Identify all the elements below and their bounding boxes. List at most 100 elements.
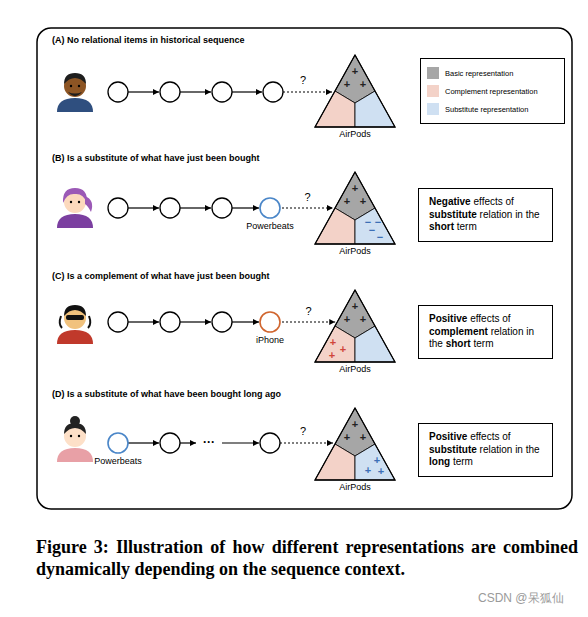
annotation-sign: + [360,314,366,325]
legend-item: Basic representation [427,64,558,82]
avatar-eye [70,85,72,87]
effect-box: Positive effects of complement relation … [418,305,553,359]
avatar-shirt [57,98,93,112]
annotation-sign: + [352,66,358,77]
item-name: AirPods [315,482,395,492]
item-circle [160,82,180,102]
annotation-sign: + [365,465,371,476]
watermark: CSDN @呆狐仙 [478,592,564,604]
complement-region [315,326,355,362]
panel-heading: (A) No relational items in historical se… [52,36,245,45]
legend-item: Complement representation [427,82,558,100]
annotation-sign: + [330,337,336,348]
user-avatar [57,73,93,112]
user-avatar [57,305,93,344]
item-circle [108,198,128,218]
substitute-region [355,444,395,480]
legend-swatch [427,67,439,79]
avatar-shirt [57,214,93,228]
sequence-arrow [128,442,159,443]
avatar-headphone [60,316,62,328]
legend-item: Substitute representation [427,100,558,118]
panel-heading: (B) Is a substitute of what have just be… [52,154,260,163]
item-circle [108,433,128,453]
item-name: AirPods [315,364,395,374]
annotation-sign: + [352,419,358,430]
annotation-sign: + [360,432,366,443]
item-circle [260,433,280,453]
sequence-arrow [222,442,259,443]
triangle-outline [315,290,395,362]
annotation-sign: + [344,314,350,325]
avatar-beard [68,92,82,96]
annotation-sign: ? [300,75,306,86]
avatar-eye [78,435,80,437]
query-arrow [280,442,333,443]
avatar-eye [70,435,72,437]
user-avatar [57,416,93,462]
legend-swatch [427,85,439,97]
query-arrow [283,91,332,92]
item-circle [160,433,180,453]
sequence-arrow [232,321,259,322]
edge-label: ? [306,306,312,317]
avatar-hair-bun [70,416,80,426]
query-arrow [282,207,333,208]
item-name: Powerbeats [240,221,300,231]
circle-graphic [88,432,148,454]
annotation-sign: − [377,232,383,243]
annotation-sign: + [340,344,346,355]
avatar-sunglasses [66,315,84,320]
annotation-sign: + [352,301,358,312]
item-circle [260,198,280,218]
substitute-region [355,326,395,362]
annotation-sign: + [329,350,335,361]
item-node: Powerbeats [240,197,300,231]
complement-region [315,208,355,244]
query-arrow [282,321,335,322]
annotation-sign: + [374,455,380,466]
avatar-shirt [57,330,93,344]
item-name: AirPods [315,129,395,139]
complement-region [315,444,355,480]
sequence-arrow [128,91,159,92]
avatar-eye [70,201,72,203]
item-circle [212,198,232,218]
avatar-eye [78,201,80,203]
effect-box: Negative effects of substitute relation … [418,188,553,242]
avatar-hair [64,73,86,84]
item-circle [263,82,283,102]
substitute-region [355,91,395,127]
annotation-sign: ··· [203,436,215,448]
effect-text: Negative effects of substitute relation … [429,196,542,234]
annotation-sign: + [378,466,384,477]
annotation-sign: + [344,196,350,207]
item-circle [212,82,232,102]
sequence-arrow [180,91,211,92]
item-node: Powerbeats [88,432,148,466]
item-name: Powerbeats [88,456,148,466]
annotation-sign: + [344,432,350,443]
item-circle [108,82,128,102]
annotation-sign: + [352,183,358,194]
avatar-shirt [57,448,93,462]
item-circle [260,312,280,332]
sequence-arrow [232,91,262,92]
circle-graphic [240,197,300,219]
effect-text: Positive effects of complement relation … [429,313,542,351]
item-circle [108,312,128,332]
figure-caption: Figure 3: Illustration of how different … [36,536,578,580]
substitute-region [355,208,395,244]
annotation-sign: ? [300,426,306,437]
legend-text: Substitute representation [445,105,528,114]
user-avatar [57,188,93,228]
sequence-arrow [180,321,211,322]
annotation-sign: + [360,196,366,207]
avatar-hair [63,188,87,203]
annotation-sign: − [369,225,375,236]
avatar-ponytail [85,196,92,212]
item-name: AirPods [315,246,395,256]
legend-text: Complement representation [445,87,538,96]
